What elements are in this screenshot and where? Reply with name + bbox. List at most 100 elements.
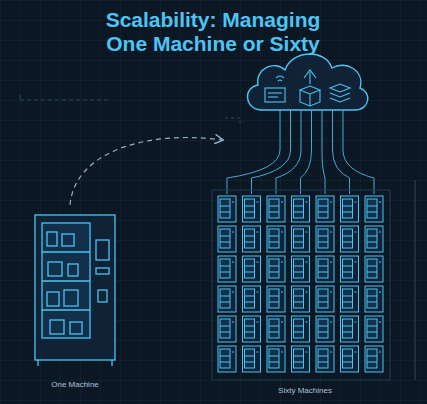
machine-window [294,349,304,368]
machine-shelf [343,296,353,297]
machine-window [245,289,255,308]
machine-panel [232,202,234,203]
machine-bank [218,196,383,372]
cloud-link [343,110,374,194]
machine-shelf [269,332,279,333]
machine-window [318,349,328,368]
small-machine [365,226,383,252]
machine-shelf [294,206,304,207]
small-machine [218,256,236,282]
machine-window [318,199,328,218]
small-machine [365,256,383,282]
machine-window [294,199,304,218]
small-machine [267,316,285,342]
machine-shelf [245,212,255,213]
small-machine [243,286,261,312]
small-machine [243,346,261,372]
machine-shelf [367,242,377,243]
machine-panel [355,292,357,293]
machine-window [269,349,279,368]
machine-shelf [245,236,255,237]
small-machine [341,286,359,312]
machine-window [269,289,279,308]
machine-shelf [367,266,377,267]
small-machine [341,256,359,282]
small-machine [218,226,236,252]
machine-panel [232,352,234,353]
small-machine [243,226,261,252]
machine-shelf [245,332,255,333]
cloud-link [227,110,280,194]
machine-shelf [245,242,255,243]
machine-window [220,229,230,248]
machine-panel [306,232,308,233]
diagram-title: Scalability: Managing One Machine or Six… [93,8,333,56]
small-machine [292,316,310,342]
machine-window [343,229,353,248]
machine-panel [306,322,308,323]
machine-window [343,259,353,278]
machine-shelf [269,272,279,273]
machine-window [269,199,279,218]
machine-panel [330,262,332,263]
machine-shelf [269,266,279,267]
small-machine [365,286,383,312]
machine-shelf [269,362,279,363]
small-machine [292,196,310,222]
machine-shelf [343,326,353,327]
machine-shelf [220,302,230,303]
small-machine [341,226,359,252]
machine-window [367,229,377,248]
machine-shelf [269,302,279,303]
machine-panel [281,322,283,323]
machine-window [294,289,304,308]
machine-window [343,289,353,308]
machine-shelf [318,236,328,237]
machine-shelf [343,206,353,207]
machine-panel [355,202,357,203]
machine-panel [281,202,283,203]
machine-shelf [367,332,377,333]
machine-panel [306,202,308,203]
machine-shelf [269,236,279,237]
machine-shelf [294,236,304,237]
machine-shelf [220,356,230,357]
machine-panel [281,232,283,233]
small-machine [243,316,261,342]
machine-window [269,319,279,338]
machine-shelf [245,362,255,363]
machine-shelf [220,266,230,267]
machine-shelf [220,272,230,273]
machine-shelf [367,272,377,273]
guide-line [20,95,110,100]
machine-panel [330,352,332,353]
machine-panel [355,352,357,353]
machine-window [220,259,230,278]
machine-shelf [245,296,255,297]
cloud-link [276,110,301,194]
machine-panel [355,322,357,323]
machine-window [294,229,304,248]
machine-shelf [367,236,377,237]
machine-panel [379,292,381,293]
machine-panel [379,322,381,323]
machine-panel [281,262,283,263]
machine-shelf [245,356,255,357]
machine-panel [232,262,234,263]
machine-window [245,199,255,218]
machine-shelf [220,296,230,297]
machine-shelf [318,242,328,243]
dashed-arrow [70,138,222,205]
machine-shelf [269,212,279,213]
machine-shelf [318,332,328,333]
small-machine [292,346,310,372]
machine-panel [330,322,332,323]
machine-window [318,289,328,308]
machine-panel [355,232,357,233]
machine-shelf [294,326,304,327]
machine-shelf [220,362,230,363]
machine-shelf [220,236,230,237]
small-machine [341,196,359,222]
machine-window [220,319,230,338]
